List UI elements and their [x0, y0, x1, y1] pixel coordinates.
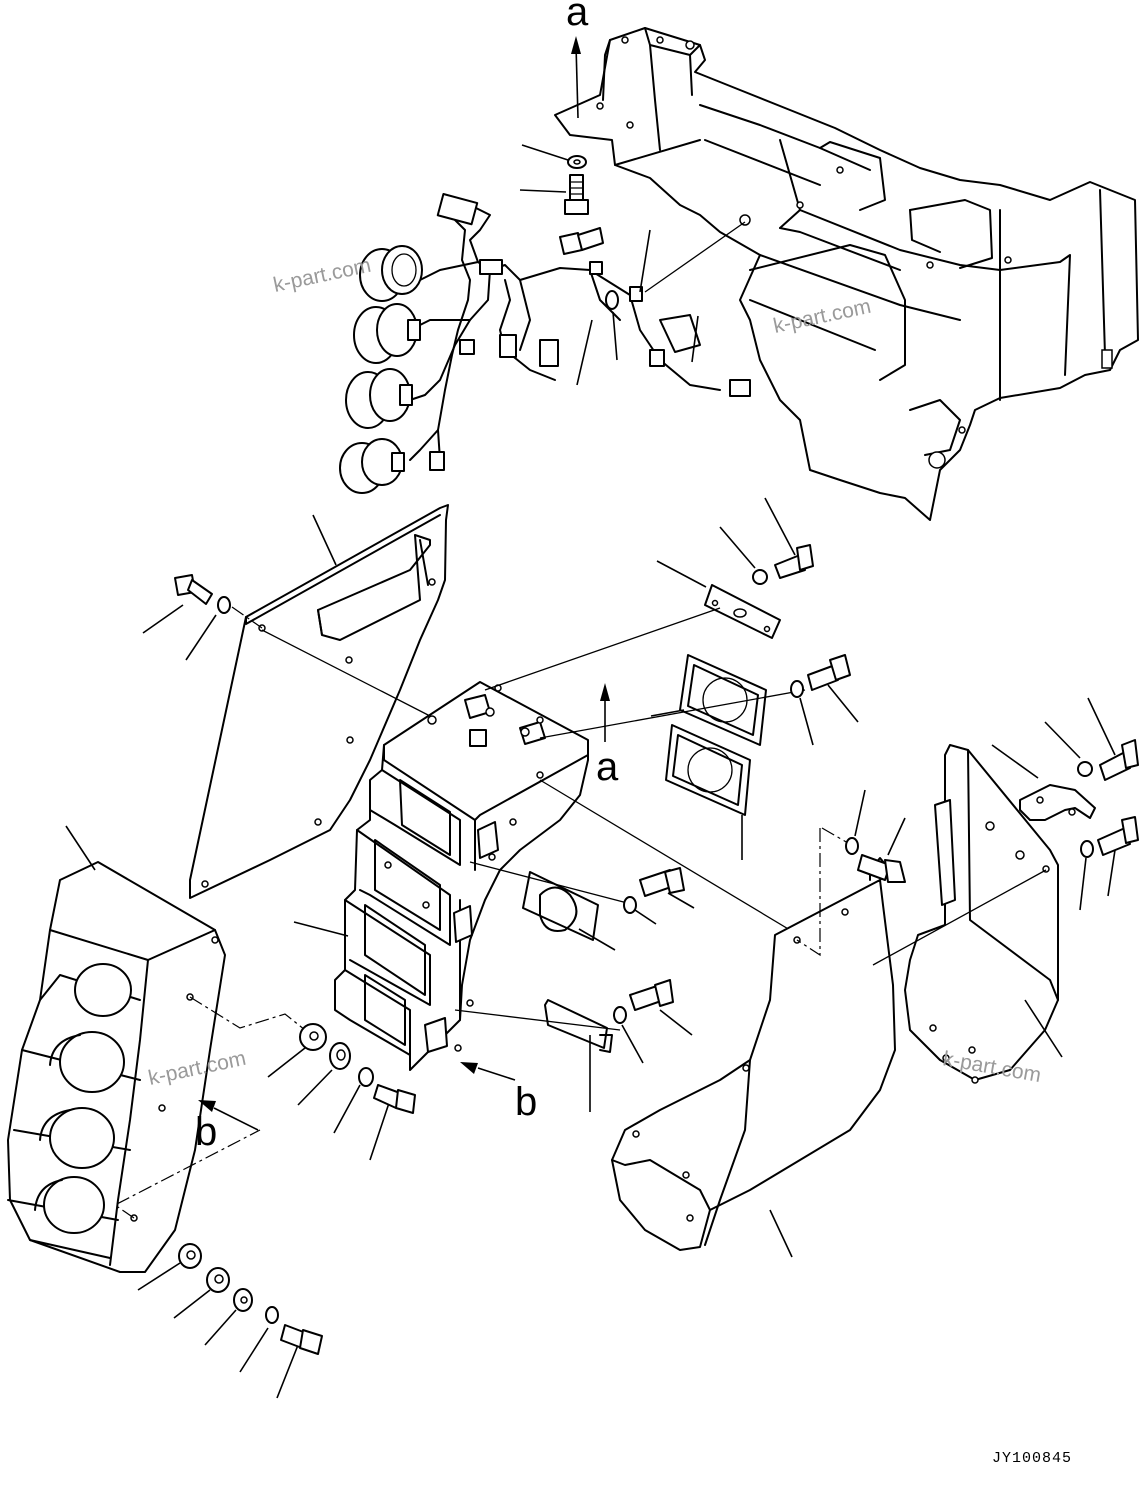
- housing-upper-centerline: [189, 996, 306, 1031]
- housing-spacer-upper: [267, 1023, 327, 1078]
- housing-bolt-lower: [276, 1324, 323, 1399]
- mount-plate-washer-lower: [1079, 840, 1094, 911]
- bracket-to-cover-line: [539, 779, 801, 937]
- harness-bolt: [559, 227, 604, 386]
- callout-label-a-top: a: [566, 0, 589, 34]
- mount-plate-bolt-lower: [1097, 816, 1139, 897]
- callout-arrow-a-mid: a: [596, 683, 619, 789]
- harness-cover: [691, 315, 699, 363]
- harness-washer: [605, 290, 619, 361]
- harness-to-frame-line: [644, 221, 746, 293]
- small-bracket-plate: [544, 999, 613, 1112]
- small-plate-washer: [613, 1006, 644, 1064]
- bracket-to-small-plate-line: [454, 1009, 621, 1031]
- housing-washer-lower: [204, 1288, 253, 1346]
- plate-bolt-upper: [764, 497, 814, 579]
- wiring-harness: [409, 192, 751, 471]
- top-gasket-plate: [656, 560, 781, 639]
- lamp-2: [353, 303, 421, 364]
- small-plate-bolt: [629, 979, 693, 1036]
- panel-to-bracket-line: [261, 629, 431, 717]
- callout-label-a-mid: a: [596, 745, 619, 789]
- rear-cover-panel: [189, 504, 449, 899]
- mounting-plate-right: [904, 744, 1096, 1084]
- bracket-to-gasket-line: [539, 689, 806, 739]
- lamp-mount-bracket: [293, 681, 589, 1071]
- side-curved-cover: [611, 857, 896, 1258]
- plate-to-cover-line: [872, 869, 1047, 966]
- panel-centerline: [231, 606, 263, 629]
- harness-clamp: [639, 229, 651, 293]
- gasket-bolt: [807, 654, 859, 723]
- drawing-code: JY100845: [992, 1450, 1072, 1467]
- housing-washer-upper: [333, 1067, 374, 1134]
- callout-label-b-right: b: [515, 1080, 537, 1124]
- cover-bolt: [857, 817, 906, 883]
- lamp-housing-cover: [7, 825, 226, 1273]
- housing-lower-centerline: [113, 1129, 261, 1219]
- mount-plate-washer-top: [1044, 721, 1093, 777]
- watermark-1: k-part.com: [271, 254, 373, 297]
- side-plate-bolt: [639, 867, 695, 909]
- lamp-1: [359, 245, 423, 302]
- housing-lock-washer-lower: [239, 1306, 279, 1373]
- housing-bolt-upper: [369, 1084, 416, 1161]
- cover-centerline: [796, 828, 821, 957]
- housing-grommet-upper: [297, 1042, 351, 1106]
- frame-bolt: [519, 174, 589, 215]
- lamp-3: [345, 368, 413, 429]
- cover-washer: [845, 789, 866, 855]
- lamp-gasket-lower: [665, 724, 751, 860]
- panel-washer-left: [185, 596, 231, 661]
- bracket-to-plate-line: [484, 607, 721, 691]
- vehicle-frame: [554, 27, 1139, 521]
- housing-grommet-lower: [173, 1267, 230, 1319]
- callout-arrow-a-top: a: [566, 0, 589, 119]
- side-plate-washer: [623, 896, 657, 925]
- frame-washer: [521, 144, 587, 169]
- lamp-4: [339, 438, 405, 494]
- gasket-washer: [790, 680, 814, 746]
- bracket-to-side-plate-line: [469, 861, 636, 906]
- cover-bolt-centerline: [821, 827, 849, 844]
- callout-arrow-b-left: b: [195, 1100, 259, 1154]
- side-gasket-plate: [522, 871, 616, 951]
- panel-bolt-left: [142, 574, 213, 634]
- housing-spacer-lower: [137, 1243, 202, 1291]
- callout-label-b-left: b: [195, 1110, 217, 1154]
- callout-arrow-b-right: b: [460, 1062, 537, 1124]
- plate-washer-upper: [719, 526, 768, 585]
- mount-plate-bolt-top: [1087, 697, 1139, 781]
